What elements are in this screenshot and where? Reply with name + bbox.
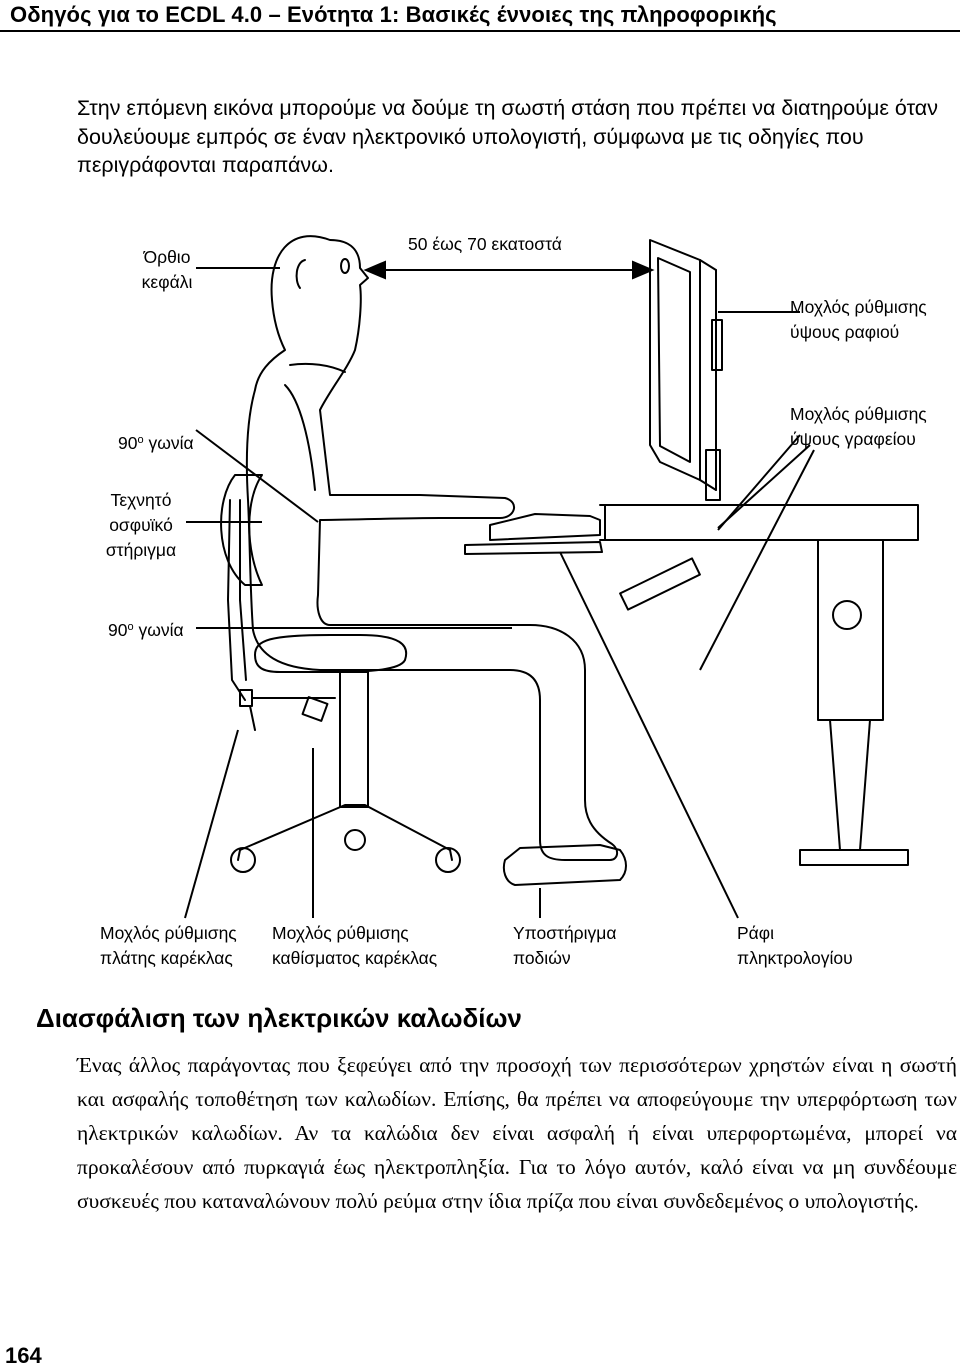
desk-leg-upper xyxy=(817,539,884,721)
chair-post xyxy=(339,671,369,808)
angle-text: γωνία xyxy=(148,433,194,453)
label-lumbar-support: Τεχνητό οσφυϊκό στήριγμα xyxy=(105,490,177,560)
arrow-right xyxy=(632,260,655,280)
chair-back-post xyxy=(227,499,246,701)
header-divider xyxy=(0,30,960,32)
section-body: Ένας άλλος παράγοντας που ξεφεύγει από τ… xyxy=(77,1053,957,1213)
desk-top xyxy=(604,504,919,541)
person-outline xyxy=(245,235,618,861)
angle-value: 90 xyxy=(118,433,138,453)
label-angle-90-arm: 90o γωνία xyxy=(118,431,194,456)
eye-marker xyxy=(340,258,350,274)
label-footrest: Υποστήριγμα ποδιών xyxy=(513,923,617,968)
label-keyboard-shelf: Ράφι πληκτρολογίου xyxy=(737,923,853,968)
monitor-outer xyxy=(649,239,701,481)
ergonomic-illustration xyxy=(184,235,919,919)
arrow-left xyxy=(363,260,386,280)
person-ear xyxy=(295,259,306,289)
chair-wheel-back xyxy=(344,829,366,851)
angle-value: 90 xyxy=(108,620,128,640)
label-desk-height-lever: Μοχλός ρύθμισης ύψους γραφείου xyxy=(790,404,927,449)
degree-symbol: o xyxy=(137,434,144,446)
label-angle-90-knee: 90o γωνία xyxy=(108,618,184,643)
keyboard-shelf-bracket xyxy=(619,557,701,611)
chair-wheel-right xyxy=(435,847,461,873)
person-arm-line xyxy=(284,384,316,491)
label-shelf-height-lever: Μοχλός ρύθμισης ύψους ραφιού xyxy=(790,297,927,342)
chair-wheel-left xyxy=(230,847,256,873)
monitor-stand xyxy=(705,449,721,501)
chair-backrest xyxy=(220,474,263,586)
label-back-width-lever: Μοχλός ρύθμισης πλάτης καρέκλας xyxy=(100,923,237,968)
label-distance: 50 έως 70 εκατοστά xyxy=(408,234,562,254)
chair-base xyxy=(239,804,451,851)
person-shoulder xyxy=(289,362,346,373)
label-seat-height-lever: Μοχλός ρύθμισης καθίσματος καρέκλας xyxy=(272,923,438,968)
pointer-angle-arm xyxy=(195,429,319,523)
chair-lever-box xyxy=(239,689,253,707)
chair-back-post-2 xyxy=(239,499,247,681)
pointer-desk-diagonal xyxy=(699,449,815,671)
section-heading: Διασφάλιση των ηλεκτρικών καλωδίων xyxy=(36,1003,522,1033)
desk-leg-lower xyxy=(829,719,871,851)
desk-lever-knob xyxy=(832,600,862,630)
footrest-shape xyxy=(502,844,627,886)
pointer-desk-lever xyxy=(717,434,801,531)
seat-height-lever-knob xyxy=(301,696,329,722)
desk-foot xyxy=(799,849,909,866)
page-header-title: Οδηγός για το ECDL 4.0 – Ενότητα 1: Βασι… xyxy=(10,2,777,27)
degree-symbol: o xyxy=(127,621,134,633)
pointer-desk-height xyxy=(717,444,811,529)
angle-text: γωνία xyxy=(138,620,184,640)
page-number: 164 xyxy=(5,1343,42,1368)
monitor-screen xyxy=(657,257,691,463)
intro-paragraph: Στην επόμενη εικόνα μπορούμε να δούμε τη… xyxy=(77,96,938,177)
chair-seat xyxy=(254,634,408,673)
pointer-back-lever xyxy=(184,729,239,919)
label-upright-head: Όρθιο κεφάλι xyxy=(141,247,193,292)
keyboard xyxy=(489,513,601,541)
pointer-keyboard-shelf xyxy=(559,551,739,919)
keyboard-shelf xyxy=(464,541,603,555)
ergonomic-posture-figure: Όρθιο κεφάλι 50 έως 70 εκατοστά Μοχλός ρ… xyxy=(0,200,960,980)
